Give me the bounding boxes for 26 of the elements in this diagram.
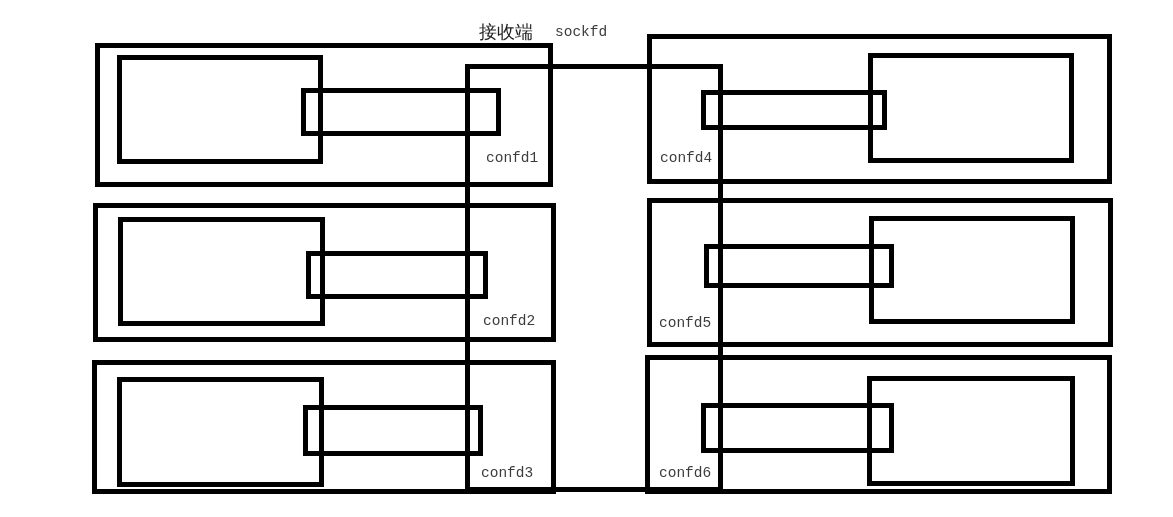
empty-box [301,88,501,136]
connection-label: confd5 [659,316,712,332]
empty-box [869,216,1075,324]
connection-frame [95,43,553,187]
connection-frame [647,34,1112,184]
empty-box [118,217,325,326]
empty-box [701,403,894,453]
connection-frame [93,203,556,342]
connection-frame [647,198,1113,347]
empty-box [117,377,324,487]
empty-box [303,405,483,456]
socket-label: sockfd [555,25,608,41]
connection-label: confd4 [660,151,713,167]
empty-box [117,55,323,164]
empty-box [701,90,887,130]
empty-box [867,376,1075,486]
connection-label: confd2 [483,314,536,330]
heading-label: 接收端 [479,22,533,42]
connection-label: confd1 [486,151,539,167]
empty-box [868,53,1074,163]
connection-frame [92,360,556,494]
connection-label: confd3 [481,466,534,482]
empty-box [306,251,488,299]
connection-frame [645,355,1112,494]
connection-label: confd6 [659,466,712,482]
empty-box [704,244,894,288]
